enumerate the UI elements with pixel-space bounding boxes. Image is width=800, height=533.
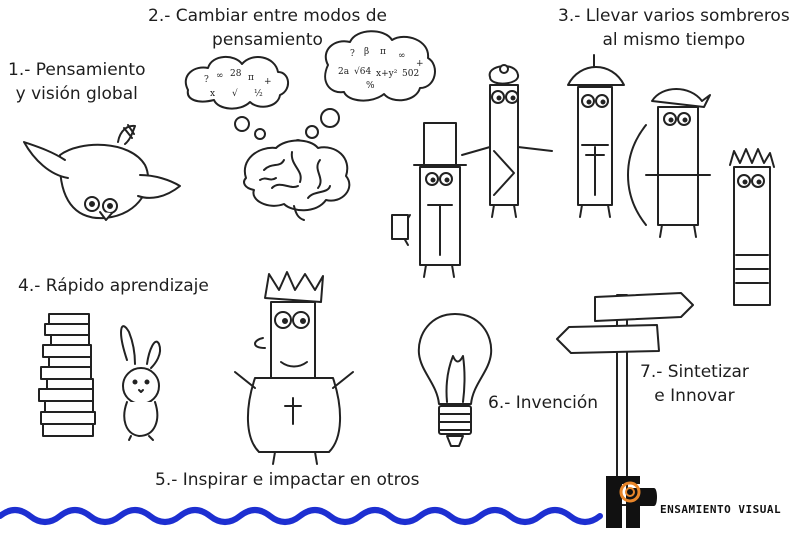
label-switch-modes: 2.- Cambiar entre modos de pensamiento — [148, 6, 387, 50]
books-rabbit-illustration — [38, 313, 161, 441]
label-global-thinking: 1.- Pensamiento y visión global — [8, 60, 146, 104]
label-fast-learning: 4.- Rápido aprendizaje — [18, 276, 209, 296]
brain-illustration: ? ∞ 28 π + x √ ½ ? β π ∞ 2a √64 x+y² 502… — [184, 30, 436, 221]
sign-left-arrow — [556, 324, 660, 354]
svg-text:+: + — [416, 59, 424, 69]
wave-divider — [0, 507, 603, 525]
svg-text:β: β — [364, 47, 369, 57]
bird-illustration — [23, 124, 181, 221]
svg-text:%: % — [366, 81, 375, 91]
svg-text:∞: ∞ — [216, 71, 224, 81]
svg-text:+: + — [264, 77, 272, 87]
headdress-character — [729, 148, 775, 306]
label-many-hats: 3.- Llevar varios sombreros al mismo tie… — [558, 6, 790, 50]
svg-text:½: ½ — [254, 88, 263, 99]
sign-right-arrow — [594, 292, 694, 322]
svg-text:502: 502 — [402, 69, 419, 79]
turban-character — [461, 64, 553, 218]
hats-characters — [391, 54, 775, 306]
brand-name: ENSAMIENTO VISUAL — [660, 503, 782, 516]
svg-text:∞: ∞ — [398, 51, 406, 61]
rabbit — [120, 325, 161, 441]
svg-text:√: √ — [232, 88, 238, 99]
label-invention: 6.- Invención — [488, 393, 599, 413]
svg-text:√64: √64 — [354, 66, 371, 77]
label-synthesize: 7.- Sintetizar e Innovar — [640, 362, 749, 406]
svg-text:?: ? — [204, 75, 209, 85]
svg-text:π: π — [380, 47, 386, 57]
svg-text:x: x — [210, 89, 215, 99]
bicorne-character — [567, 54, 625, 218]
svg-text:2a: 2a — [338, 67, 350, 77]
king-illustration — [234, 271, 354, 465]
lightbulb-illustration — [417, 313, 493, 447]
top-hat-character — [391, 122, 467, 278]
label-inspire: 5.- Inspirar e impactar en otros — [155, 470, 420, 490]
pensamiento-visual-logo — [606, 476, 657, 528]
svg-text:?: ? — [350, 49, 355, 59]
archer-character — [627, 88, 711, 238]
book-stack — [38, 313, 96, 437]
svg-text:x+y²: x+y² — [376, 69, 398, 79]
signpost-illustration — [556, 292, 694, 506]
svg-text:28: 28 — [230, 69, 242, 79]
svg-text:π: π — [248, 73, 254, 83]
